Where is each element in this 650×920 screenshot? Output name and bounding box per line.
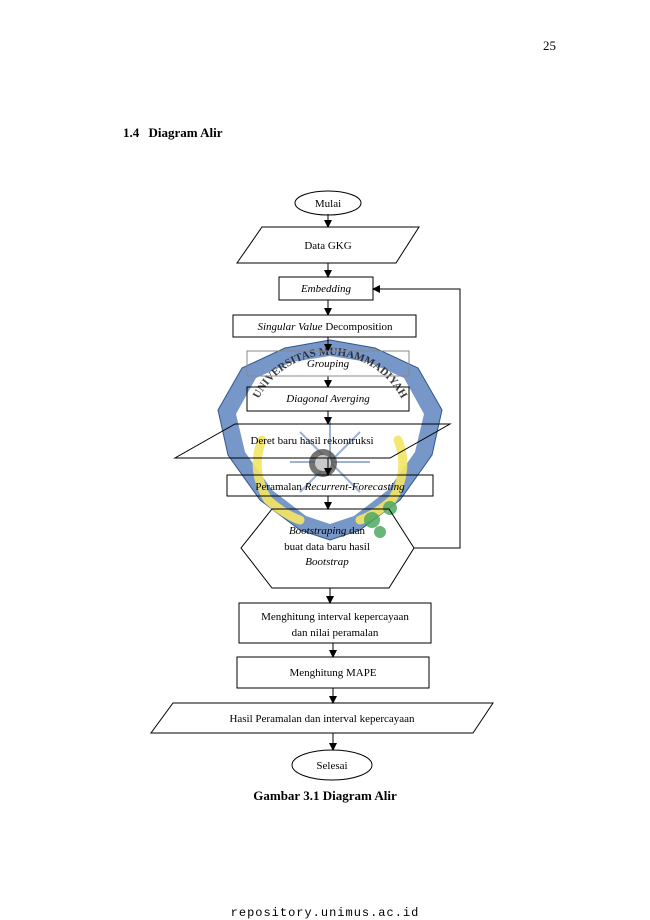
deret-label: Deret baru hasil rekontruksi: [250, 435, 373, 447]
diagonal-averaging-process: [246, 386, 410, 412]
interval-label-line1: Menghitung interval kepercayaan: [261, 611, 409, 623]
peramalan-label: Peramalan Recurrent-Forecasting: [255, 481, 405, 493]
embedding-process: [278, 276, 374, 301]
bootstrap-label-line2: buat data baru hasil: [284, 541, 370, 553]
input-label: Data GKG: [304, 240, 351, 252]
section-heading: 1.4 Diagram Alir: [123, 125, 223, 141]
svd-label: Singular Value Decomposition: [257, 321, 393, 333]
connectors: [324, 214, 461, 751]
bootstrap-label-line1: Bootstraping dan: [289, 525, 366, 537]
peramalan-process: [226, 474, 434, 497]
svd-italic: Singular Value: [257, 321, 322, 333]
interval-process: [238, 602, 432, 644]
bootstrap-hexagon: [240, 508, 415, 589]
input-data-parallelogram: [236, 226, 420, 264]
hasil-label: Hasil Peramalan dan interval kepercayaan: [229, 713, 415, 725]
diagonal-label: Diagonal Averging: [285, 393, 370, 405]
bootstrap-label-line3: Bootstrap: [305, 556, 349, 568]
section-title: Diagram Alir: [148, 125, 223, 140]
section-number: 1.4: [123, 125, 140, 140]
university-seal-watermark: UNIVERSITAS MUHAMMADIYAH: [217, 339, 443, 541]
peramalan-italic: Recurrent-Forecasting: [304, 481, 405, 493]
mape-process: [236, 656, 430, 689]
deret-parallelogram: [173, 423, 452, 459]
peramalan-prefix: Peramalan: [255, 481, 304, 493]
figure-caption: Gambar 3.1 Diagram Alir: [253, 788, 397, 803]
grouping-label: Grouping: [307, 358, 350, 370]
mape-label: Menghitung MAPE: [289, 667, 376, 679]
svd-rest: Decomposition: [323, 321, 393, 333]
page-number: 25: [543, 38, 556, 53]
repository-footer: repository.unimus.ac.id: [230, 906, 420, 920]
start-label: Mulai: [315, 198, 341, 210]
grouping-process: [246, 350, 410, 377]
end-terminal: [291, 749, 373, 781]
embedding-label: Embedding: [300, 283, 352, 295]
svd-process: [232, 314, 417, 338]
end-label: Selesai: [316, 760, 347, 772]
bootstrap-rest: dan: [346, 525, 365, 537]
bootstrap-italic: Bootstraping: [289, 525, 347, 537]
start-terminal: [294, 190, 362, 216]
hasil-parallelogram: [150, 702, 494, 734]
interval-label-line2: dan nilai peramalan: [292, 627, 379, 639]
